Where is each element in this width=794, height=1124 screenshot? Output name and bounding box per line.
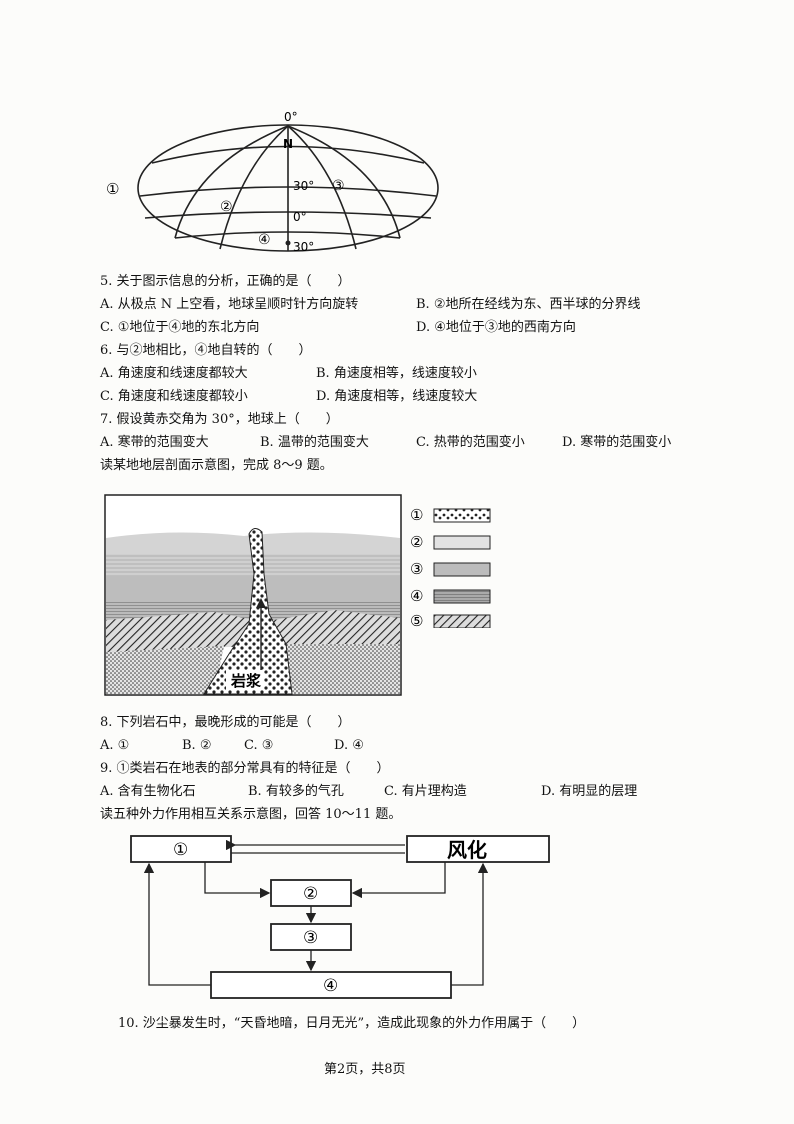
legend-swatch-5: [433, 614, 491, 628]
q8-option-c: C. ③: [244, 738, 274, 753]
north-pole-label: N: [283, 137, 293, 151]
q5-option-d: D. ④地位于③地的西南方向: [416, 320, 576, 335]
q6-option-b: B. 角速度相等，线速度较小: [316, 366, 477, 381]
q9-option-b: B. 有较多的气孔: [248, 784, 344, 799]
legend-label-3: ③: [410, 560, 423, 578]
arrow-1-to-2: [204, 862, 271, 899]
q6-stem: 6. 与②地相比，④地自转的（ ）: [100, 343, 312, 358]
magma-label-bg: [226, 670, 264, 690]
marker-4: ④: [258, 232, 271, 248]
legend-label-1: ①: [410, 506, 423, 524]
strata-diagram: 岩浆: [104, 494, 402, 696]
q9-option-a: A. 含有生物化石: [100, 784, 196, 799]
point-4-dot: [285, 240, 291, 246]
meridian-right1: [287, 125, 357, 250]
flow-label-weathering: 风化: [447, 838, 487, 862]
globe-diagram: 0° N 30° 0° 30° ① ② ③ ④: [106, 110, 439, 254]
q10-stem: 10. 沙尘暴发生时，“天昏地暗，日月无光”，造成此现象的外力作用属于（ ）: [118, 1016, 586, 1031]
legend-swatch-4: [433, 589, 491, 604]
layer-5-right: [274, 610, 400, 644]
q9-stem: 9. ①类岩石在地表的部分常具有的特征是（ ）: [100, 761, 390, 776]
marker-1: ①: [106, 180, 119, 198]
q5-option-b: B. ②地所在经线为东、西半球的分界线: [416, 297, 641, 312]
q7-stem: 7. 假设黄赤交角为 30°，地球上（ ）: [100, 412, 339, 427]
q5-stem: 5. 关于图示信息的分析，正确的是（ ）: [100, 274, 351, 289]
meridian-right2: [287, 125, 401, 239]
strata-legend: ① ② ③ ④ ⑤: [410, 506, 491, 628]
page-footer: 第2页，共8页: [324, 1062, 406, 1077]
q7-option-c: C. 热带的范围变小: [416, 435, 525, 450]
q8-option-d: D. ④: [334, 738, 364, 753]
basement-right: [284, 644, 400, 694]
magma-body: [203, 528, 293, 695]
flow-label-3: ③: [303, 928, 318, 948]
magma-label: 岩浆: [230, 672, 262, 690]
magma-arrowhead: [256, 598, 266, 608]
meridian-left2: [174, 125, 289, 239]
flow-box-3: [270, 923, 352, 951]
legend-swatch-3: [433, 562, 491, 577]
layer-5-left: [106, 612, 254, 652]
flow-box-weathering: [406, 835, 550, 863]
flow-box-2: [270, 879, 352, 907]
q5-option-a: A. 从极点 N 上空看，地球呈顺时针方向旋转: [100, 297, 359, 312]
lat-0-label: 0°: [293, 210, 307, 224]
q7-option-a: A. 寒带的范围变大: [100, 435, 209, 450]
q8-option-a: A. ①: [100, 738, 130, 753]
q9-option-c: C. 有片理构造: [384, 784, 467, 799]
q5-option-c: C. ①地位于④地的东北方向: [100, 320, 260, 335]
intro-8-9: 读某地地层剖面示意图，完成 8～9 题。: [100, 458, 333, 473]
q9-option-d: D. 有明显的层理: [541, 784, 638, 799]
lat-s30-label: 30°: [293, 240, 314, 254]
q8-option-b: B. ②: [182, 738, 212, 753]
q7-option-d: D. 寒带的范围变小: [562, 435, 672, 450]
legend-label-4: ④: [410, 587, 423, 605]
arrow-weathering-to-2: [351, 862, 446, 899]
flow-diagram: ① 风化 ② ③ ④: [130, 835, 550, 999]
intro-10-11: 读五种外力作用相互关系示意图，回答 10～11 题。: [100, 807, 402, 822]
flow-label-2: ②: [303, 884, 318, 904]
legend-swatch-2: [433, 535, 491, 550]
q6-option-a: A. 角速度和线速度都较大: [100, 366, 248, 381]
top-degree-label: 0°: [284, 110, 298, 124]
flow-label-1: ①: [173, 840, 188, 860]
marker-2: ②: [220, 199, 233, 215]
legend-swatch-1: [433, 508, 491, 523]
q8-stem: 8. 下列岩石中，最晚形成的可能是（ ）: [100, 715, 351, 730]
arrow-4-to-1: [143, 862, 211, 986]
meridian-left1: [219, 125, 289, 250]
legend-label-2: ②: [410, 533, 423, 551]
basement-left: [106, 646, 224, 694]
q6-option-c: C. 角速度和线速度都较小: [100, 389, 248, 404]
flow-label-4: ④: [323, 976, 338, 996]
marker-3: ③: [332, 178, 345, 194]
legend-label-5: ⑤: [410, 612, 423, 628]
q6-option-d: D. 角速度相等，线速度较大: [316, 389, 478, 404]
q7-option-b: B. 温带的范围变大: [260, 435, 369, 450]
arrow-4-to-weathering: [451, 862, 489, 986]
lat-30-label: 30°: [293, 179, 314, 193]
